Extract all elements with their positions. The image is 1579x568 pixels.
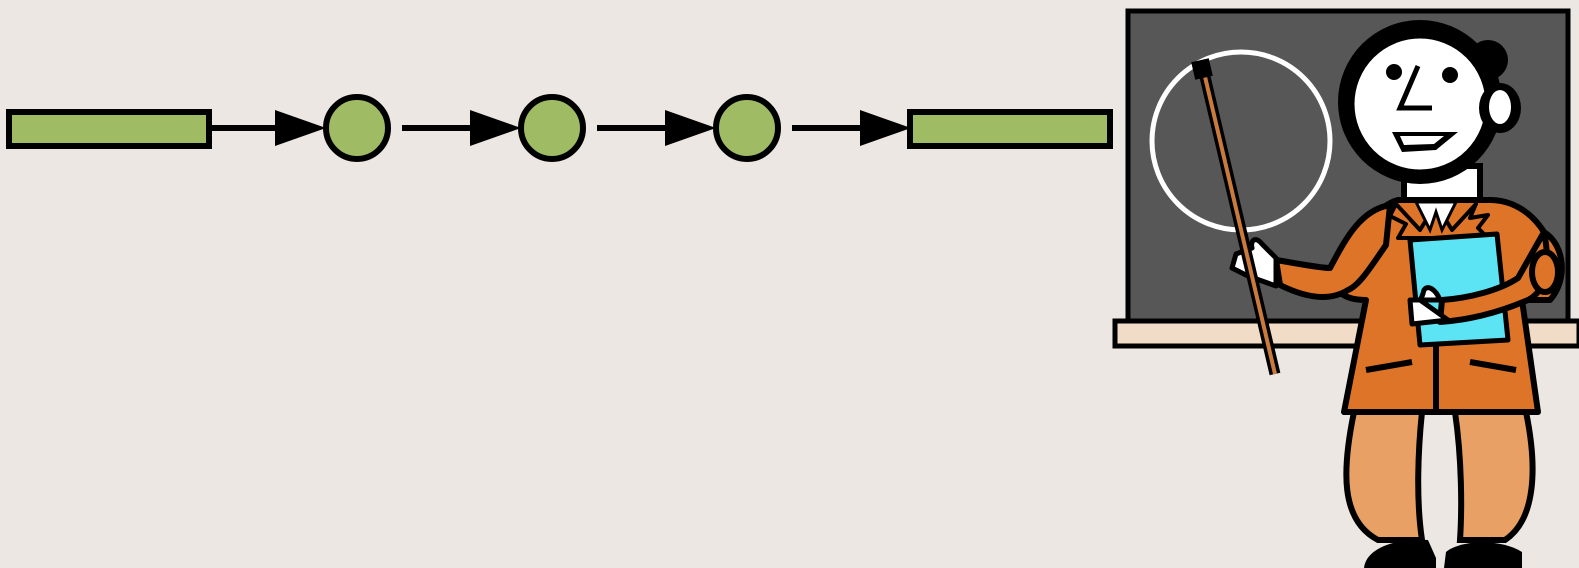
teacher-leg-left <box>1343 409 1426 543</box>
process-node <box>518 94 586 162</box>
teacher-shoe-left <box>1364 539 1436 568</box>
teacher-shoe-right <box>1444 542 1522 568</box>
teacher-ear-inner <box>1489 90 1511 124</box>
teacher-eye-left <box>1386 64 1402 80</box>
flow-diagram <box>6 94 1113 162</box>
pointer-stick-inner <box>1200 63 1277 375</box>
pointer-tip <box>1191 58 1213 80</box>
teacher-leg-right <box>1451 409 1536 543</box>
start-block <box>6 109 212 149</box>
process-node <box>713 94 781 162</box>
arrow-connector <box>597 110 716 146</box>
arrow-connector <box>792 110 911 146</box>
teacher-face <box>1349 33 1491 175</box>
teacher-hand-right <box>1407 285 1451 327</box>
teacher-illustration <box>1112 8 1579 568</box>
teacher-teeth <box>1400 136 1444 145</box>
pocket-right <box>1469 359 1517 373</box>
arrow-connector <box>402 110 521 146</box>
arrow-connector <box>209 110 326 146</box>
teacher-eye-right <box>1442 67 1458 83</box>
teacher-cuff <box>1529 249 1561 295</box>
end-block <box>907 109 1113 149</box>
teacher-nose <box>1396 65 1432 111</box>
process-node <box>323 94 391 162</box>
pocket-left <box>1365 359 1413 373</box>
